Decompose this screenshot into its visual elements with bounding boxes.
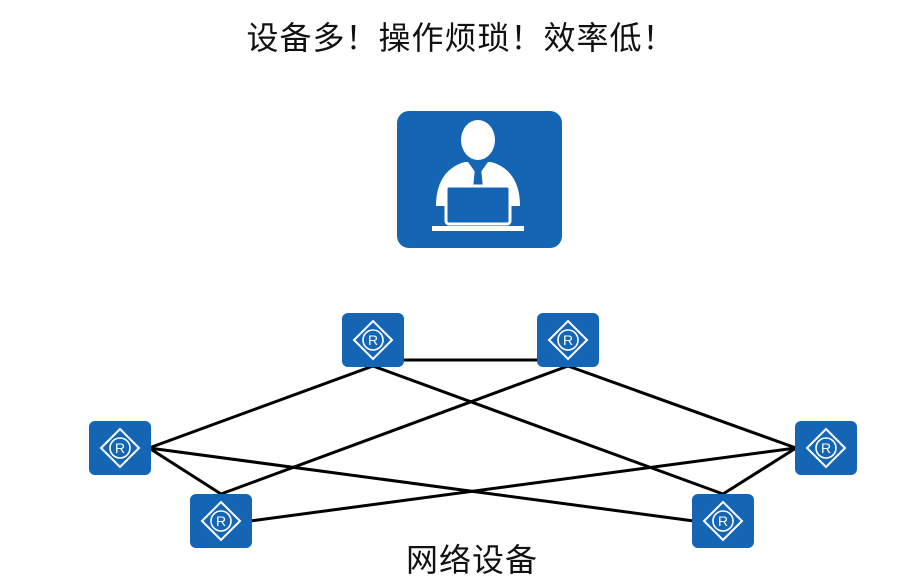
- router-icon: R: [89, 421, 151, 475]
- page-title: 设备多！操作烦琐！效率低！: [246, 19, 676, 57]
- router-label: R: [718, 513, 728, 529]
- router-icon: R: [342, 313, 404, 367]
- router-icon: R: [795, 421, 857, 475]
- link-r1-r3: [148, 364, 374, 450]
- administrator-icon: [397, 111, 562, 248]
- router-icon: R: [692, 494, 754, 548]
- router-label: R: [821, 440, 831, 456]
- devices-layer: R R R R R R: [89, 313, 857, 548]
- router-label: R: [115, 440, 125, 456]
- router-label: R: [216, 513, 226, 529]
- link-r2-r4: [567, 364, 797, 450]
- link-r3-r6: [148, 446, 695, 523]
- network-devices-caption: 网络设备: [405, 541, 538, 579]
- router-icon: R: [190, 494, 252, 548]
- link-r2-r5: [220, 364, 569, 496]
- link-r1-r6: [372, 364, 724, 496]
- link-r4-r6: [722, 446, 797, 496]
- router-label: R: [563, 332, 573, 348]
- link-r4-r5: [249, 446, 797, 523]
- links-layer: [148, 358, 797, 523]
- router-icon: R: [537, 313, 599, 367]
- link-r3-r5: [148, 446, 222, 496]
- router-label: R: [368, 332, 378, 348]
